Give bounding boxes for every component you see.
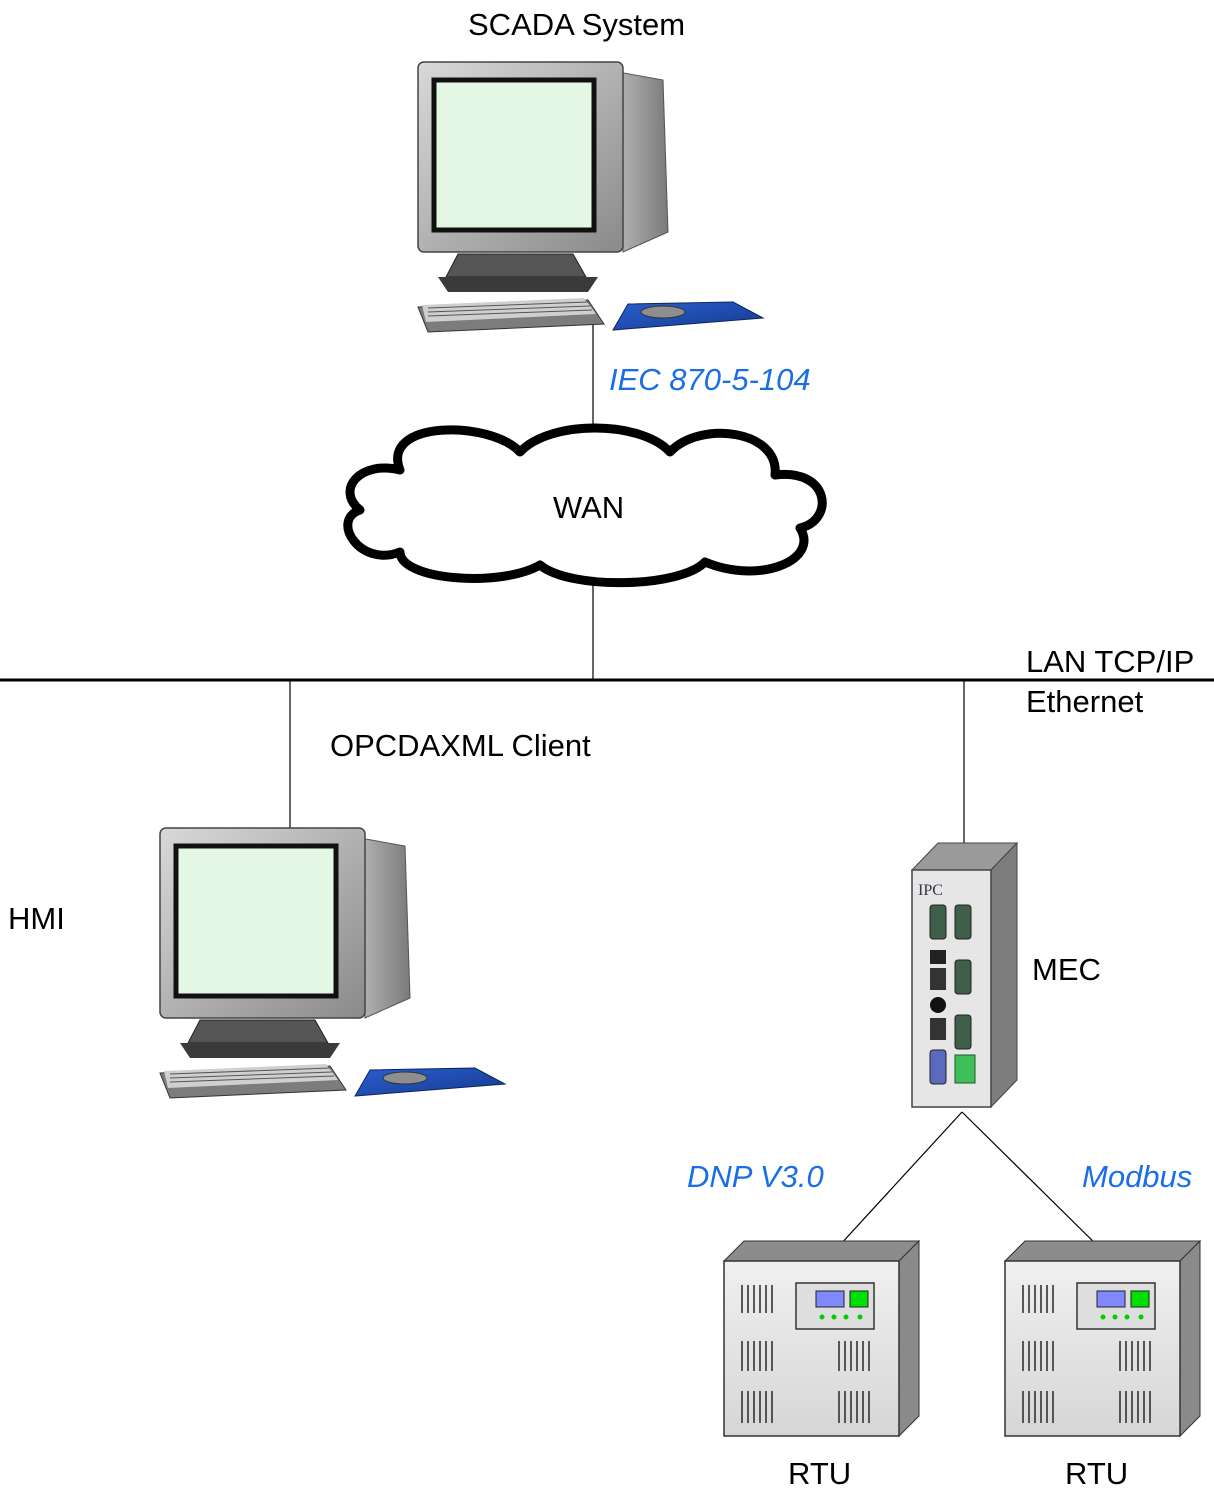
wan-cloud [343,423,827,588]
rtu-right-label: RTU [1065,1456,1129,1491]
scada-workstation [418,62,763,332]
rtu-right-cabinet [1004,1240,1201,1437]
scada-system-label: SCADA System [468,7,686,42]
wan-label: WAN [553,490,625,525]
mec-label: MEC [1032,952,1101,987]
mec-to-rtu-left-line [827,1111,963,1259]
hmi-label: HMI [8,901,65,936]
lan-tcp-ip-label: LAN TCP/IP [1026,644,1195,679]
mec-to-rtu-right-line [961,1111,1111,1259]
svg-text:IPC: IPC [918,882,943,899]
opc-client-label: OPCDAXML Client [330,728,591,763]
connection-lines [0,313,1214,1259]
dnp-protocol-label: DNP V3.0 [687,1159,824,1194]
modbus-protocol-label: Modbus [1082,1159,1193,1194]
hmi-workstation [160,828,505,1098]
mec-device: IPC [910,841,1019,1109]
ethernet-label: Ethernet [1026,684,1144,719]
iec-protocol-label: IEC 870-5-104 [609,362,811,397]
rtu-left-cabinet [723,1240,920,1437]
rtu-left-label: RTU [788,1456,852,1491]
